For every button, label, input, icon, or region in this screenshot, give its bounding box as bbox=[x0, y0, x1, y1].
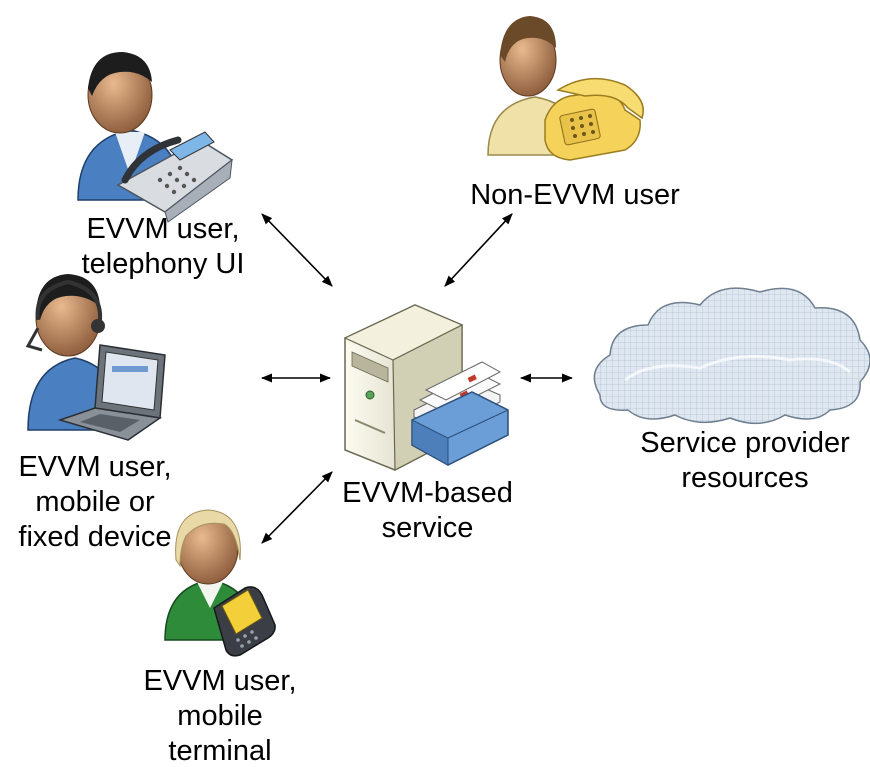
cloud-icon bbox=[593, 287, 870, 424]
arrow-nonevvm-service bbox=[444, 213, 513, 287]
label-line: service bbox=[381, 512, 474, 544]
label-provider: Service provider resources bbox=[610, 426, 870, 496]
mail-tray-icon bbox=[411, 361, 509, 466]
label-telephony-user: EVVM user, telephony UI bbox=[48, 212, 278, 282]
label-mobile-fixed-user: EVVM user, mobile or fixed device bbox=[0, 450, 190, 555]
label-line: telephony UI bbox=[81, 248, 245, 280]
person-handheld-icon bbox=[164, 509, 276, 657]
label-line: EVVM user, bbox=[18, 451, 172, 483]
label-service: EVVM-based service bbox=[320, 476, 535, 546]
label-line: EVVM user, bbox=[143, 665, 297, 697]
label-non-evvm-user: Non-EVVM user bbox=[440, 178, 710, 213]
person-headset-laptop-icon bbox=[25, 274, 166, 441]
arrow-terminal-service bbox=[261, 471, 333, 544]
label-line: resources bbox=[681, 462, 809, 494]
label-line: EVVM-based bbox=[342, 477, 513, 509]
label-line: fixed device bbox=[18, 521, 172, 553]
person-desk-phone-icon bbox=[77, 52, 234, 223]
label-line: mobile or bbox=[35, 486, 155, 518]
label-line: Service provider bbox=[640, 427, 850, 459]
label-line: EVVM user, bbox=[86, 213, 240, 245]
person-phone-icon bbox=[487, 16, 644, 161]
label-line: mobile bbox=[177, 700, 263, 732]
label-line: terminal bbox=[168, 735, 272, 767]
arrow-telephony-service bbox=[261, 213, 333, 287]
label-line: Non-EVVM user bbox=[470, 179, 680, 211]
label-mobile-terminal-user: EVVM user, mobile terminal bbox=[110, 664, 330, 767]
